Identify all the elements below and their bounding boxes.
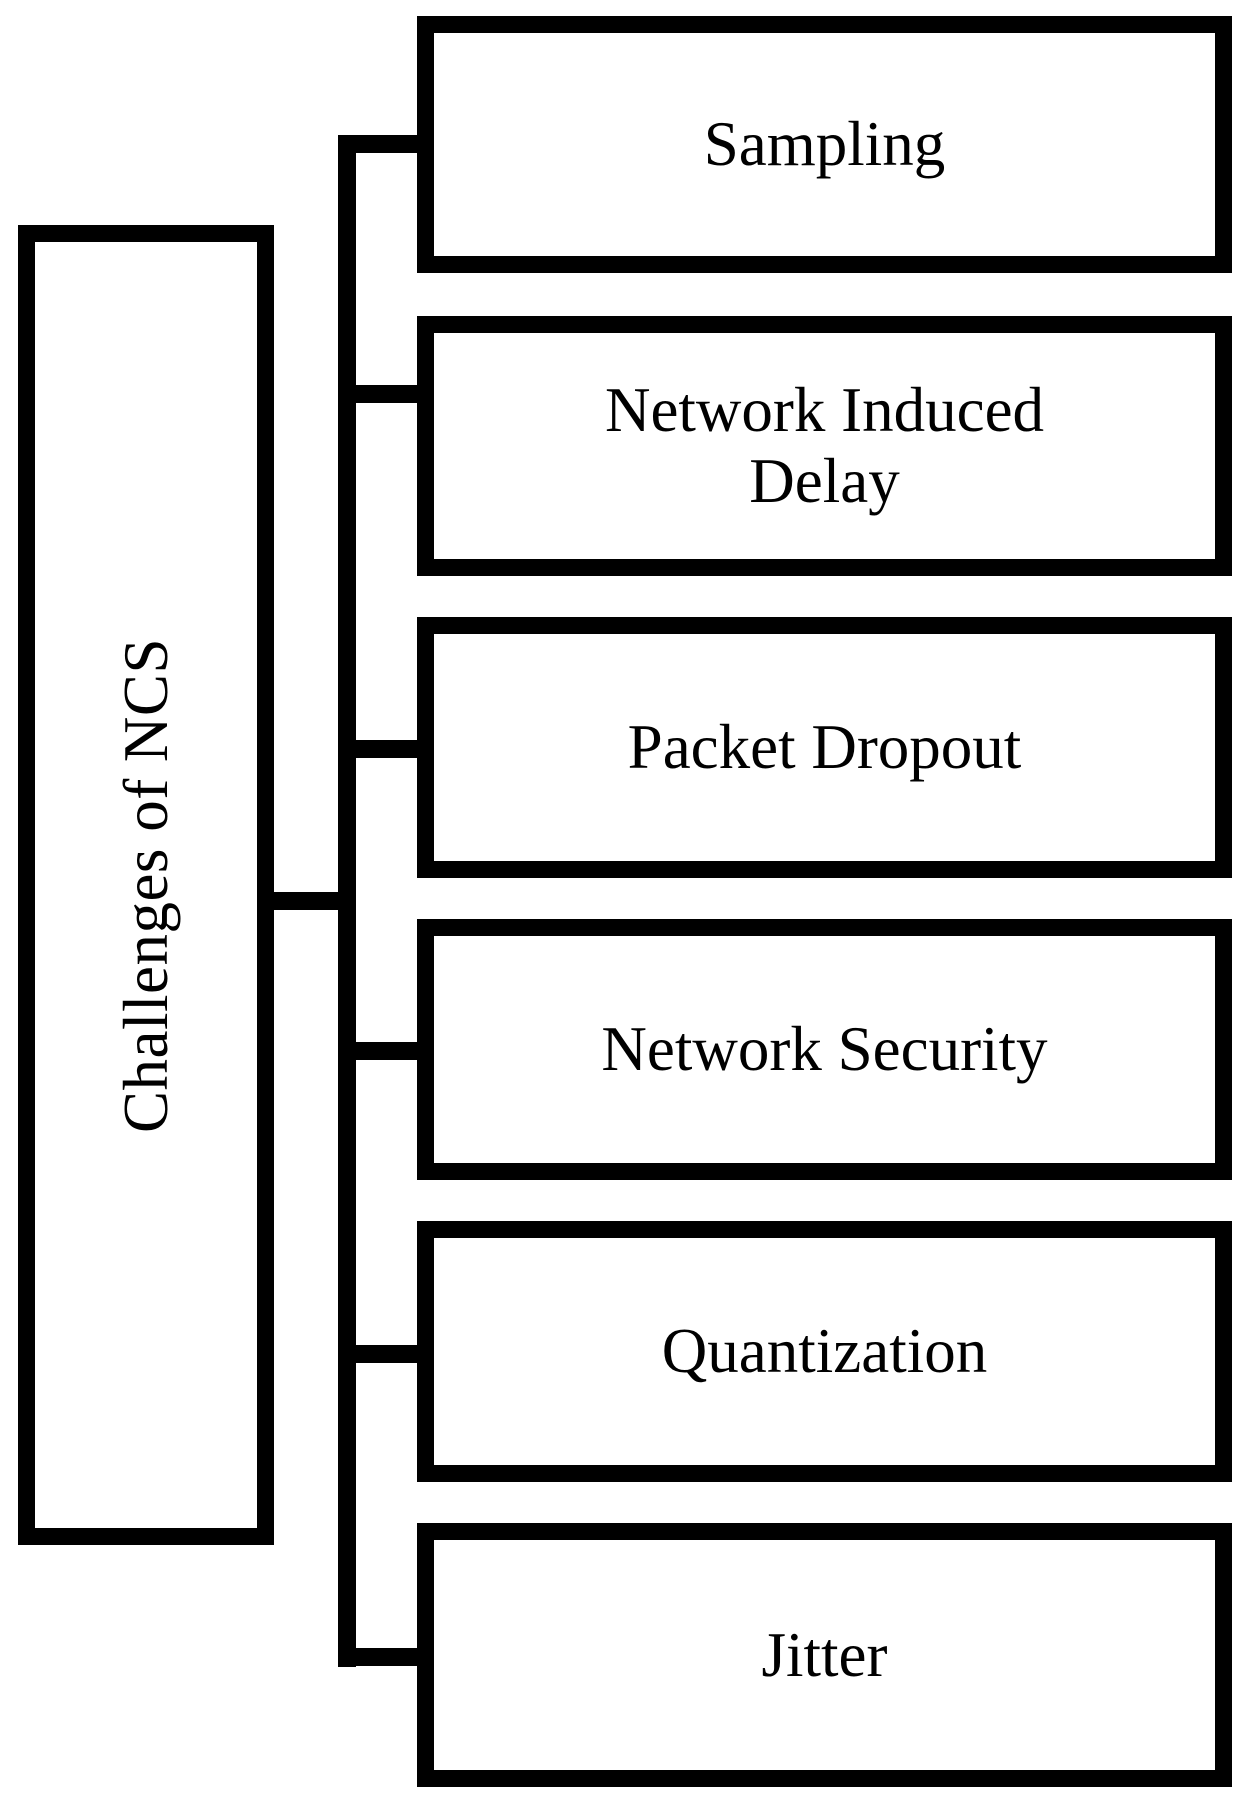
connector-stub-sampling [346,135,426,153]
connector-stub-network-induced-delay [346,385,426,403]
leaf-node-jitter[interactable]: Jitter [417,1523,1232,1787]
leaf-node-network-security[interactable]: Network Security [417,919,1232,1180]
root-node-challenges-of-ncs[interactable]: Challenges of NCS [18,225,274,1545]
leaf-node-quantization[interactable]: Quantization [417,1221,1232,1482]
leaf-node-label: Packet Dropout [627,712,1022,783]
root-node-label: Challenges of NCS [110,637,181,1133]
connector-stub-jitter [346,1648,426,1666]
leaf-node-label: Network Induced Delay [604,375,1045,516]
connector-trunk [338,135,356,1667]
connector-stub-packet-dropout [346,740,426,758]
leaf-node-label: Sampling [703,109,946,180]
leaf-node-sampling[interactable]: Sampling [417,16,1232,273]
connector-stub-network-security [346,1042,426,1060]
leaf-node-label: Jitter [761,1619,888,1690]
connector-stub-quantization [346,1345,426,1363]
leaf-node-label: Quantization [661,1316,988,1387]
leaf-node-packet-dropout[interactable]: Packet Dropout [417,617,1232,878]
root-to-trunk-connector [264,892,348,910]
leaf-node-label: Network Security [601,1014,1048,1085]
leaf-node-network-induced-delay[interactable]: Network Induced Delay [417,316,1232,576]
root-node-label-wrap: Challenges of NCS [35,242,257,1528]
